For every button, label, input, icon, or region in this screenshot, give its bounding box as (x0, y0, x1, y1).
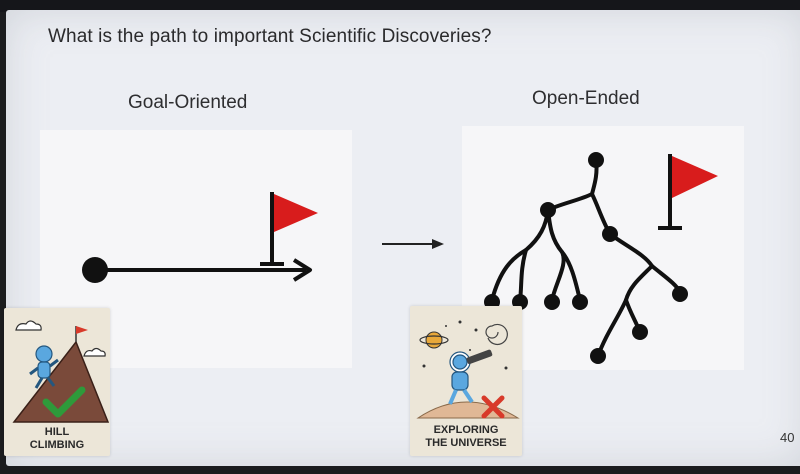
label-line: THE UNIVERSE (425, 437, 507, 449)
hill-climbing-label: HILL CLIMBING (4, 426, 110, 452)
tree-node (544, 294, 560, 310)
red-flag-icon (260, 192, 318, 266)
climber-figure (29, 345, 59, 389)
tree-node (590, 348, 606, 364)
screen-bezel (0, 0, 800, 12)
cloud-icon (83, 347, 106, 357)
goal-oriented-path (82, 257, 312, 283)
tree-node (588, 152, 604, 168)
tree-node (540, 202, 556, 218)
red-flag-icon (658, 154, 718, 230)
stars (422, 320, 508, 370)
tree-node (602, 226, 618, 242)
open-ended-heading: Open-Ended (532, 88, 640, 109)
check-icon (42, 386, 86, 418)
transition-arrow (382, 239, 444, 249)
tree-node (672, 286, 688, 302)
planet-icon (419, 331, 449, 349)
hill-climbing-illustration (12, 320, 110, 423)
mountain (12, 340, 110, 423)
cross-icon (481, 395, 505, 419)
exploring-universe-card: EXPLORING THE UNIVERSE (410, 306, 522, 456)
red-flag-icon (75, 326, 88, 342)
exploring-universe-label: EXPLORING THE UNIVERSE (410, 424, 522, 450)
label-line: CLIMBING (29, 439, 85, 451)
arrow-head (292, 258, 312, 282)
goal-oriented-heading: Goal-Oriented (128, 92, 248, 113)
tree-node (632, 324, 648, 340)
tree-node (572, 294, 588, 310)
label-line: EXPLORING (433, 424, 499, 436)
galaxy-icon (485, 323, 508, 346)
exploring-universe-illustration (416, 320, 520, 419)
page-number: 40 (780, 430, 795, 445)
astronaut-figure (448, 351, 474, 405)
label-line: HILL (44, 426, 70, 438)
cloud-icon (15, 320, 42, 331)
telescope-icon (466, 349, 493, 365)
slide-title: What is the path to important Scientific… (48, 26, 492, 47)
hill-climbing-card: HILL CLIMBING (4, 308, 110, 456)
